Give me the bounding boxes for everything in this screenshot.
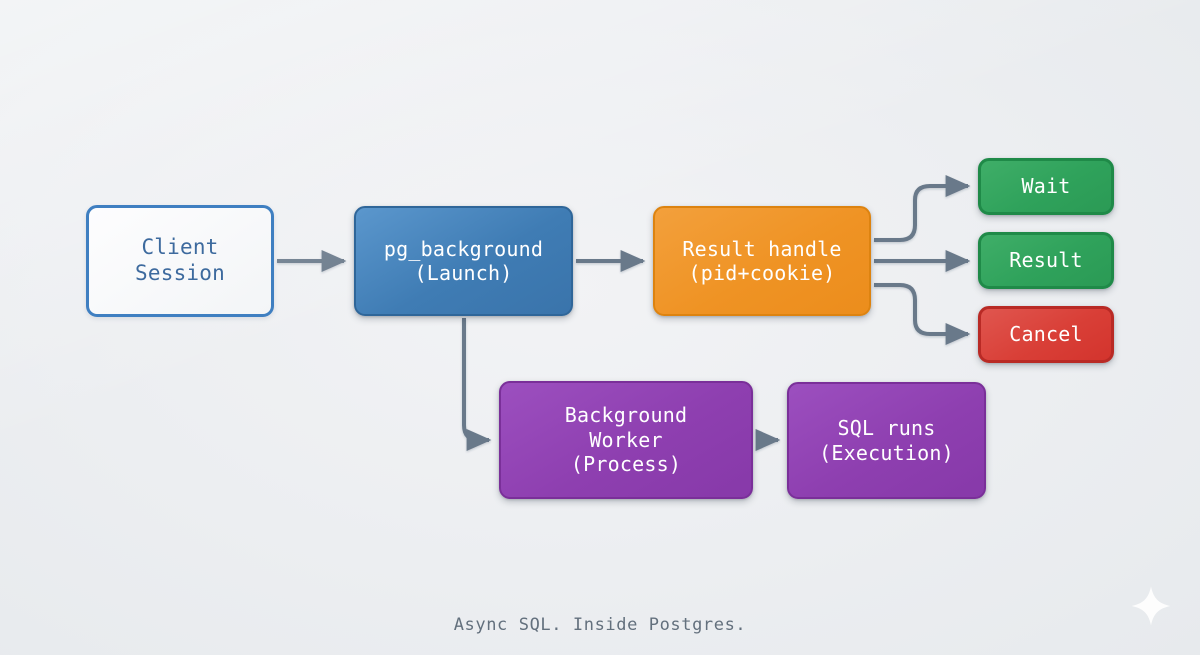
edge-handle-to-cancel	[874, 283, 971, 346]
node-wait[interactable]: Wait	[978, 158, 1114, 215]
node-sql-runs[interactable]: SQL runs (Execution)	[787, 382, 986, 499]
diagram-caption: Async SQL. Inside Postgres.	[453, 615, 747, 635]
sparkle-icon	[1131, 586, 1171, 626]
node-cancel[interactable]: Cancel	[978, 306, 1114, 363]
node-pg-background[interactable]: pg_background (Launch)	[354, 206, 573, 316]
node-background-worker[interactable]: Background Worker (Process)	[499, 381, 753, 499]
edge-pgbackground-to-worker	[462, 318, 492, 452]
node-client-session[interactable]: Client Session	[86, 205, 274, 317]
node-result[interactable]: Result	[978, 232, 1114, 289]
node-result-handle[interactable]: Result handle (pid+cookie)	[653, 206, 871, 316]
edge-handle-to-wait	[874, 175, 971, 242]
